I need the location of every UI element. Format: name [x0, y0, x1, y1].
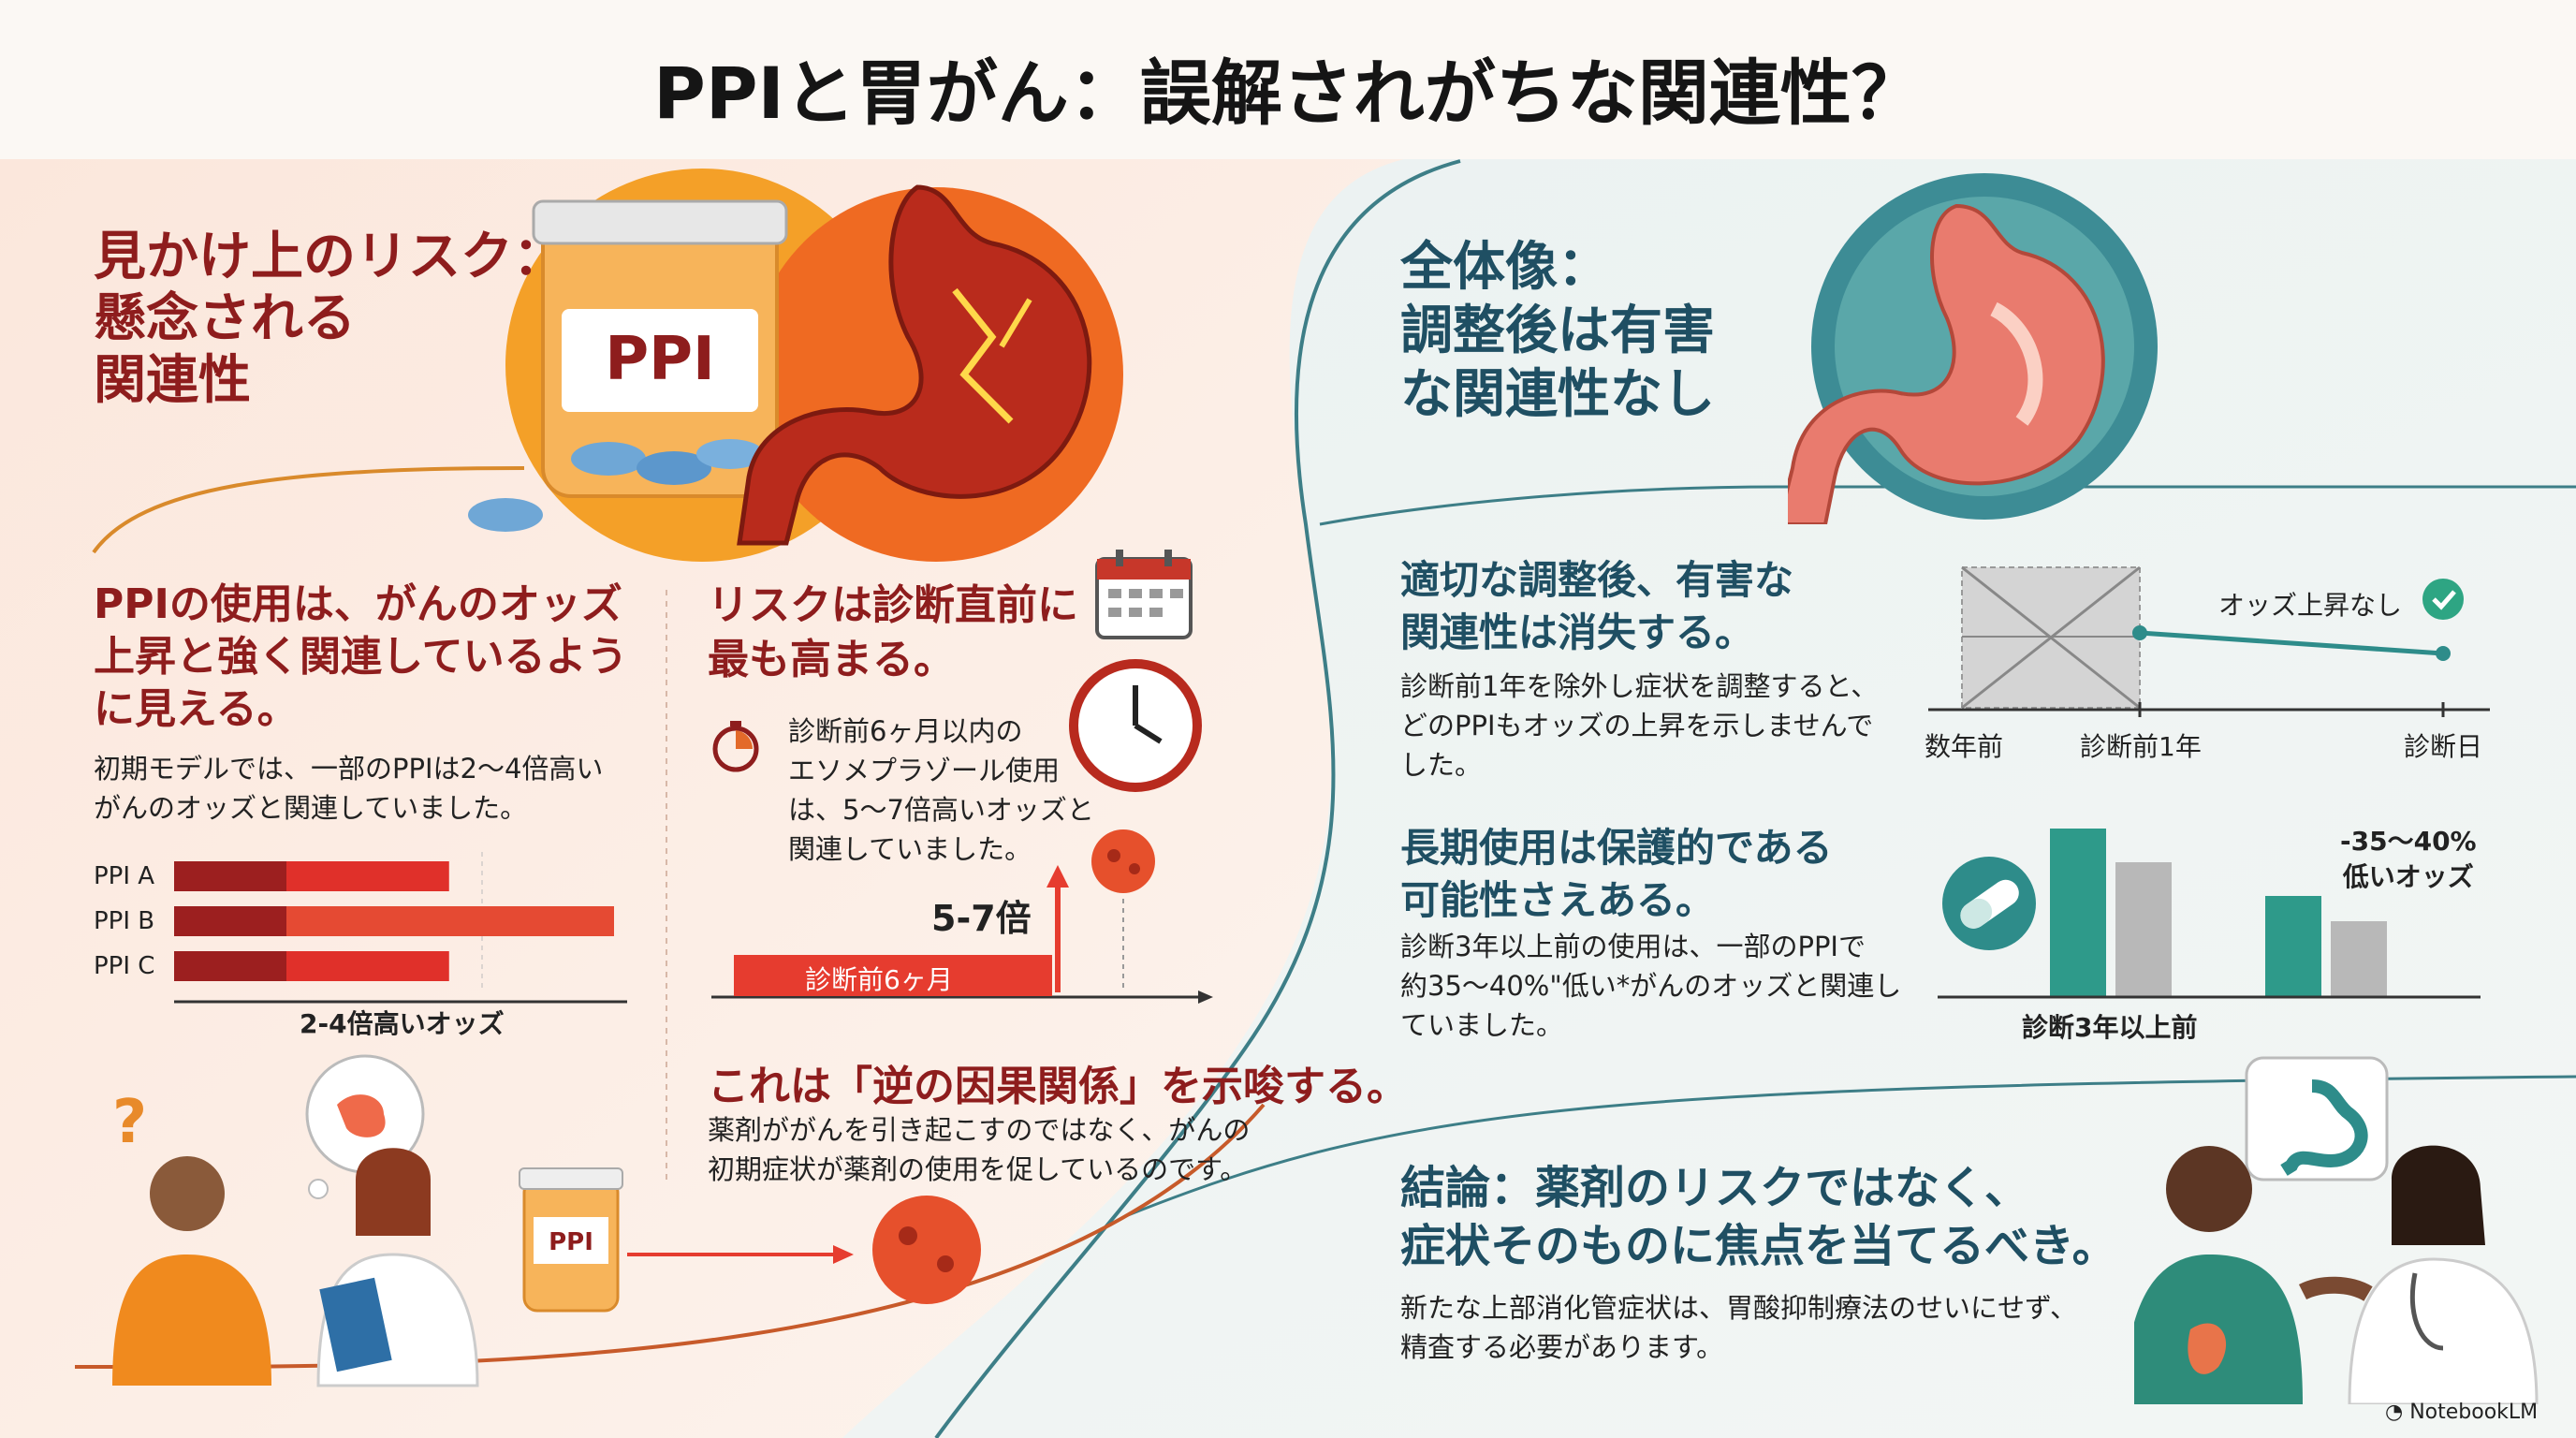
- bar-label: PPI C: [94, 952, 154, 980]
- pill-icon: [1942, 857, 2036, 950]
- ppi-odds-bar-chart: PPI A PPI B PPI C: [94, 852, 627, 1004]
- bars-caption: 診断3年以上前: [2022, 1012, 2198, 1043]
- notebooklm-icon: ◔: [2385, 1401, 2410, 1424]
- left-s1-body: 初期モデルでは、一部のPPIは2〜4倍高い がんのオッズと関連していました。: [94, 753, 604, 824]
- protective-bar: [2050, 829, 2106, 997]
- left-heading: 見かけ上のリスク： 懸念される 関連性: [94, 227, 565, 411]
- healthy-stomach-illustration: [1788, 173, 2158, 524]
- axis-label-diagnosis-day: 診断日: [2404, 731, 2483, 762]
- left-s3-heading: これは「逆の因果関係」を示唆する。: [708, 1063, 1408, 1110]
- bar-caption: 2-4倍高いオッズ: [300, 1008, 505, 1039]
- protective-callout: -35〜40% 低いオッズ: [2340, 826, 2477, 892]
- right-s1-body: 診断前1年を除外し症状を調整すると、 どのPPIもオッズの上昇を示しませんで し…: [1400, 670, 1879, 781]
- axis-label-years-before: 数年前: [1925, 731, 2004, 762]
- bar-value: [286, 861, 449, 891]
- bar-value: [286, 951, 449, 981]
- footer-brand: ◔ NotebookLM: [2385, 1401, 2539, 1424]
- timeline-chart: [711, 829, 1213, 1004]
- page-title: PPIと胃がん：誤解されがちな関連性？: [653, 51, 1923, 135]
- right-s1-heading: 適切な調整後、有害な 関連性は消失する。: [1400, 557, 1794, 655]
- protective-bar: [2331, 921, 2387, 997]
- right-s3-body: 新たな上部消化管症状は、胃酸抑制療法のせいにせず、 精査する必要があります。: [1400, 1292, 2077, 1363]
- bar-label: PPI B: [94, 907, 154, 935]
- patient-doctor-illustration: ? PPI: [112, 1054, 981, 1387]
- no-increase-label: オッズ上昇なし: [2218, 590, 2403, 621]
- protective-bars-chart: [1938, 829, 2481, 999]
- protective-bar: [2115, 862, 2172, 997]
- left-s1-heading: PPIの使用は、がんのオッズ 上昇と強く関連しているよう に見える。: [94, 580, 628, 733]
- right-s2-body: 診断3年以上前の使用は、一部のPPIで 約35〜40%"低い*がんのオッズと関連…: [1400, 931, 1902, 1041]
- right-heading: 全体像： 調整後は有害 な関連性なし: [1400, 237, 1715, 425]
- small-bottle-label: PPI: [549, 1228, 593, 1256]
- left-s2-heading: リスクは診断直前に 最も高まる。: [708, 581, 1078, 683]
- ppi-stomach-illustration: PPI: [468, 169, 1123, 562]
- left-s2-body: 診断前6ヶ月以内の エソメプラゾール使用 は、5〜7倍高いオッズと 関連していま…: [788, 715, 1094, 865]
- bottle-label: PPI: [605, 325, 715, 394]
- adjusted-odds-chart: [1928, 565, 2490, 717]
- bar-value: [286, 906, 614, 936]
- bar-base: [174, 906, 286, 936]
- timeline-label: 診断前6ヶ月: [805, 964, 953, 995]
- clock-icon: [1069, 659, 1202, 792]
- bar-base: [174, 951, 286, 981]
- stopwatch-icon: [712, 721, 759, 772]
- doctor-reassuring-patient-illustration: [2134, 1056, 2539, 1404]
- bar-base: [174, 861, 286, 891]
- bar-label: PPI A: [94, 862, 154, 890]
- protective-bar: [2265, 896, 2321, 997]
- right-s2-heading: 長期使用は保護的である 可能性さえある。: [1400, 825, 1833, 923]
- multiplier: 5-7倍: [931, 898, 1032, 939]
- left-s3-body: 薬剤ががんを引き起こすのではなく、がんの 初期症状が薬剤の使用を促しているのです…: [708, 1114, 1251, 1185]
- svg-text:?: ?: [112, 1088, 147, 1157]
- axis-label-1yr-before: 診断前1年: [2080, 731, 2202, 762]
- calendar-icon: [1095, 550, 1193, 639]
- right-s3-heading: 結論：薬剤のリスクではなく、 症状そのものに焦点を当てるべき。: [1400, 1162, 2117, 1272]
